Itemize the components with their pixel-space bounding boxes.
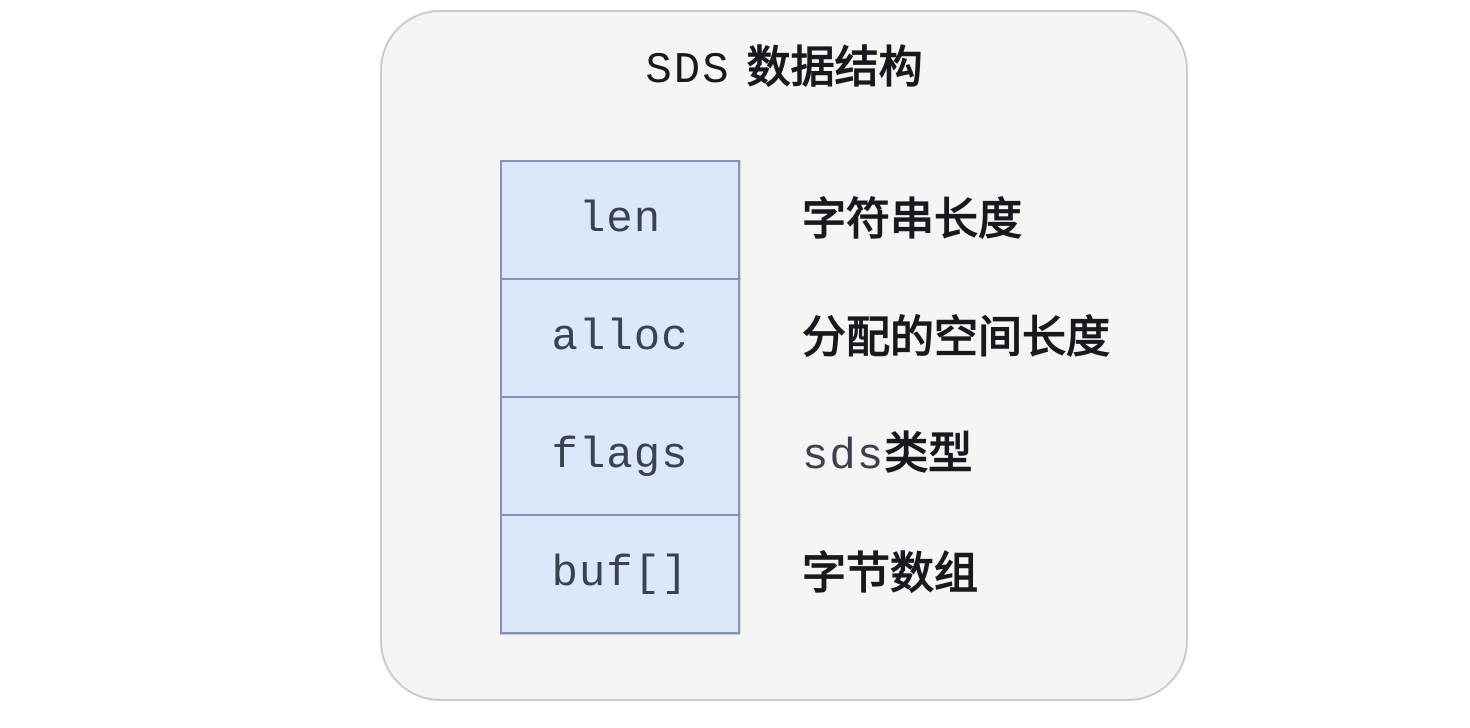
title-text: 数据结构	[746, 43, 923, 92]
field-label-alloc: alloc	[551, 313, 689, 363]
desc-text-alloc: 分配的空间长度	[802, 312, 1110, 362]
field-box-buf: buf[]	[500, 514, 740, 634]
struct-row-len: len 字符串长度	[500, 160, 1110, 280]
struct-row-alloc: alloc 分配的空间长度	[500, 278, 1110, 398]
field-desc-buf: 字节数组	[802, 548, 978, 601]
field-label-len: len	[578, 195, 662, 245]
desc-text-len: 字符串长度	[802, 194, 1022, 244]
field-box-len: len	[500, 160, 740, 280]
sds-diagram-panel: SDS 数据结构 len 字符串长度 alloc 分配的空间长度	[380, 10, 1188, 701]
diagram-title: SDS 数据结构	[382, 42, 1186, 98]
field-stack: len 字符串长度 alloc 分配的空间长度 flags	[500, 160, 1110, 634]
field-box-flags: flags	[500, 396, 740, 516]
field-desc-alloc: 分配的空间长度	[802, 312, 1110, 365]
field-box-alloc: alloc	[500, 278, 740, 398]
field-label-flags: flags	[551, 431, 689, 481]
desc-text-flags: 类型	[884, 429, 973, 479]
field-desc-len: 字符串长度	[802, 194, 1022, 247]
desc-code-flags: sds	[802, 432, 885, 483]
title-code: SDS	[645, 46, 731, 96]
desc-text-buf: 字节数组	[802, 548, 978, 598]
field-label-buf: buf[]	[551, 549, 689, 599]
struct-row-buf: buf[] 字节数组	[500, 514, 1110, 634]
